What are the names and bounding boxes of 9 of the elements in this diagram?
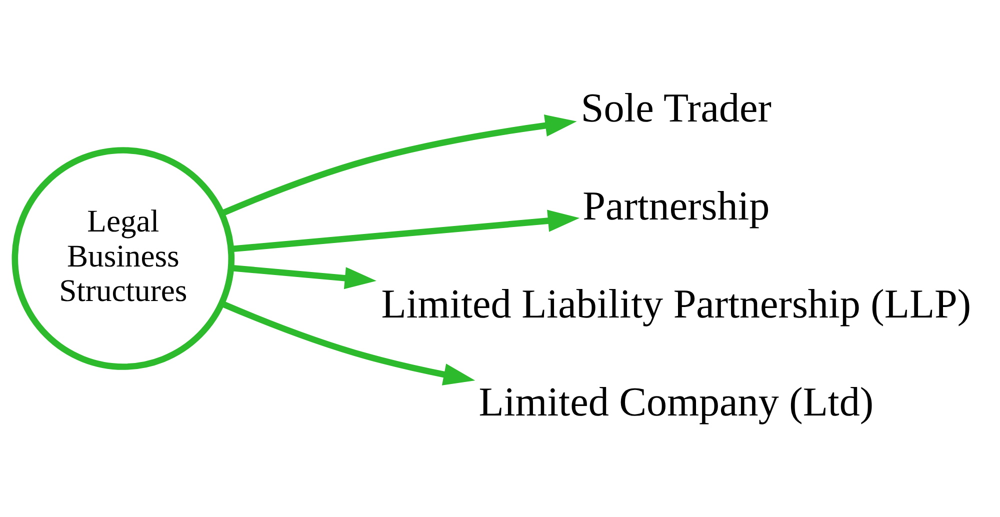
arrow <box>231 264 376 290</box>
arrow <box>220 114 577 216</box>
arrow <box>220 300 476 386</box>
node-text: Limited Company (Ltd) <box>478 378 874 424</box>
node-text: Sole Trader <box>580 84 772 131</box>
node-circle: Legal Business Structures <box>12 147 235 370</box>
node-text: Limited Liability Partnership (LLP) <box>381 280 972 326</box>
arrow <box>231 210 580 252</box>
node-text: Partnership <box>582 182 770 228</box>
